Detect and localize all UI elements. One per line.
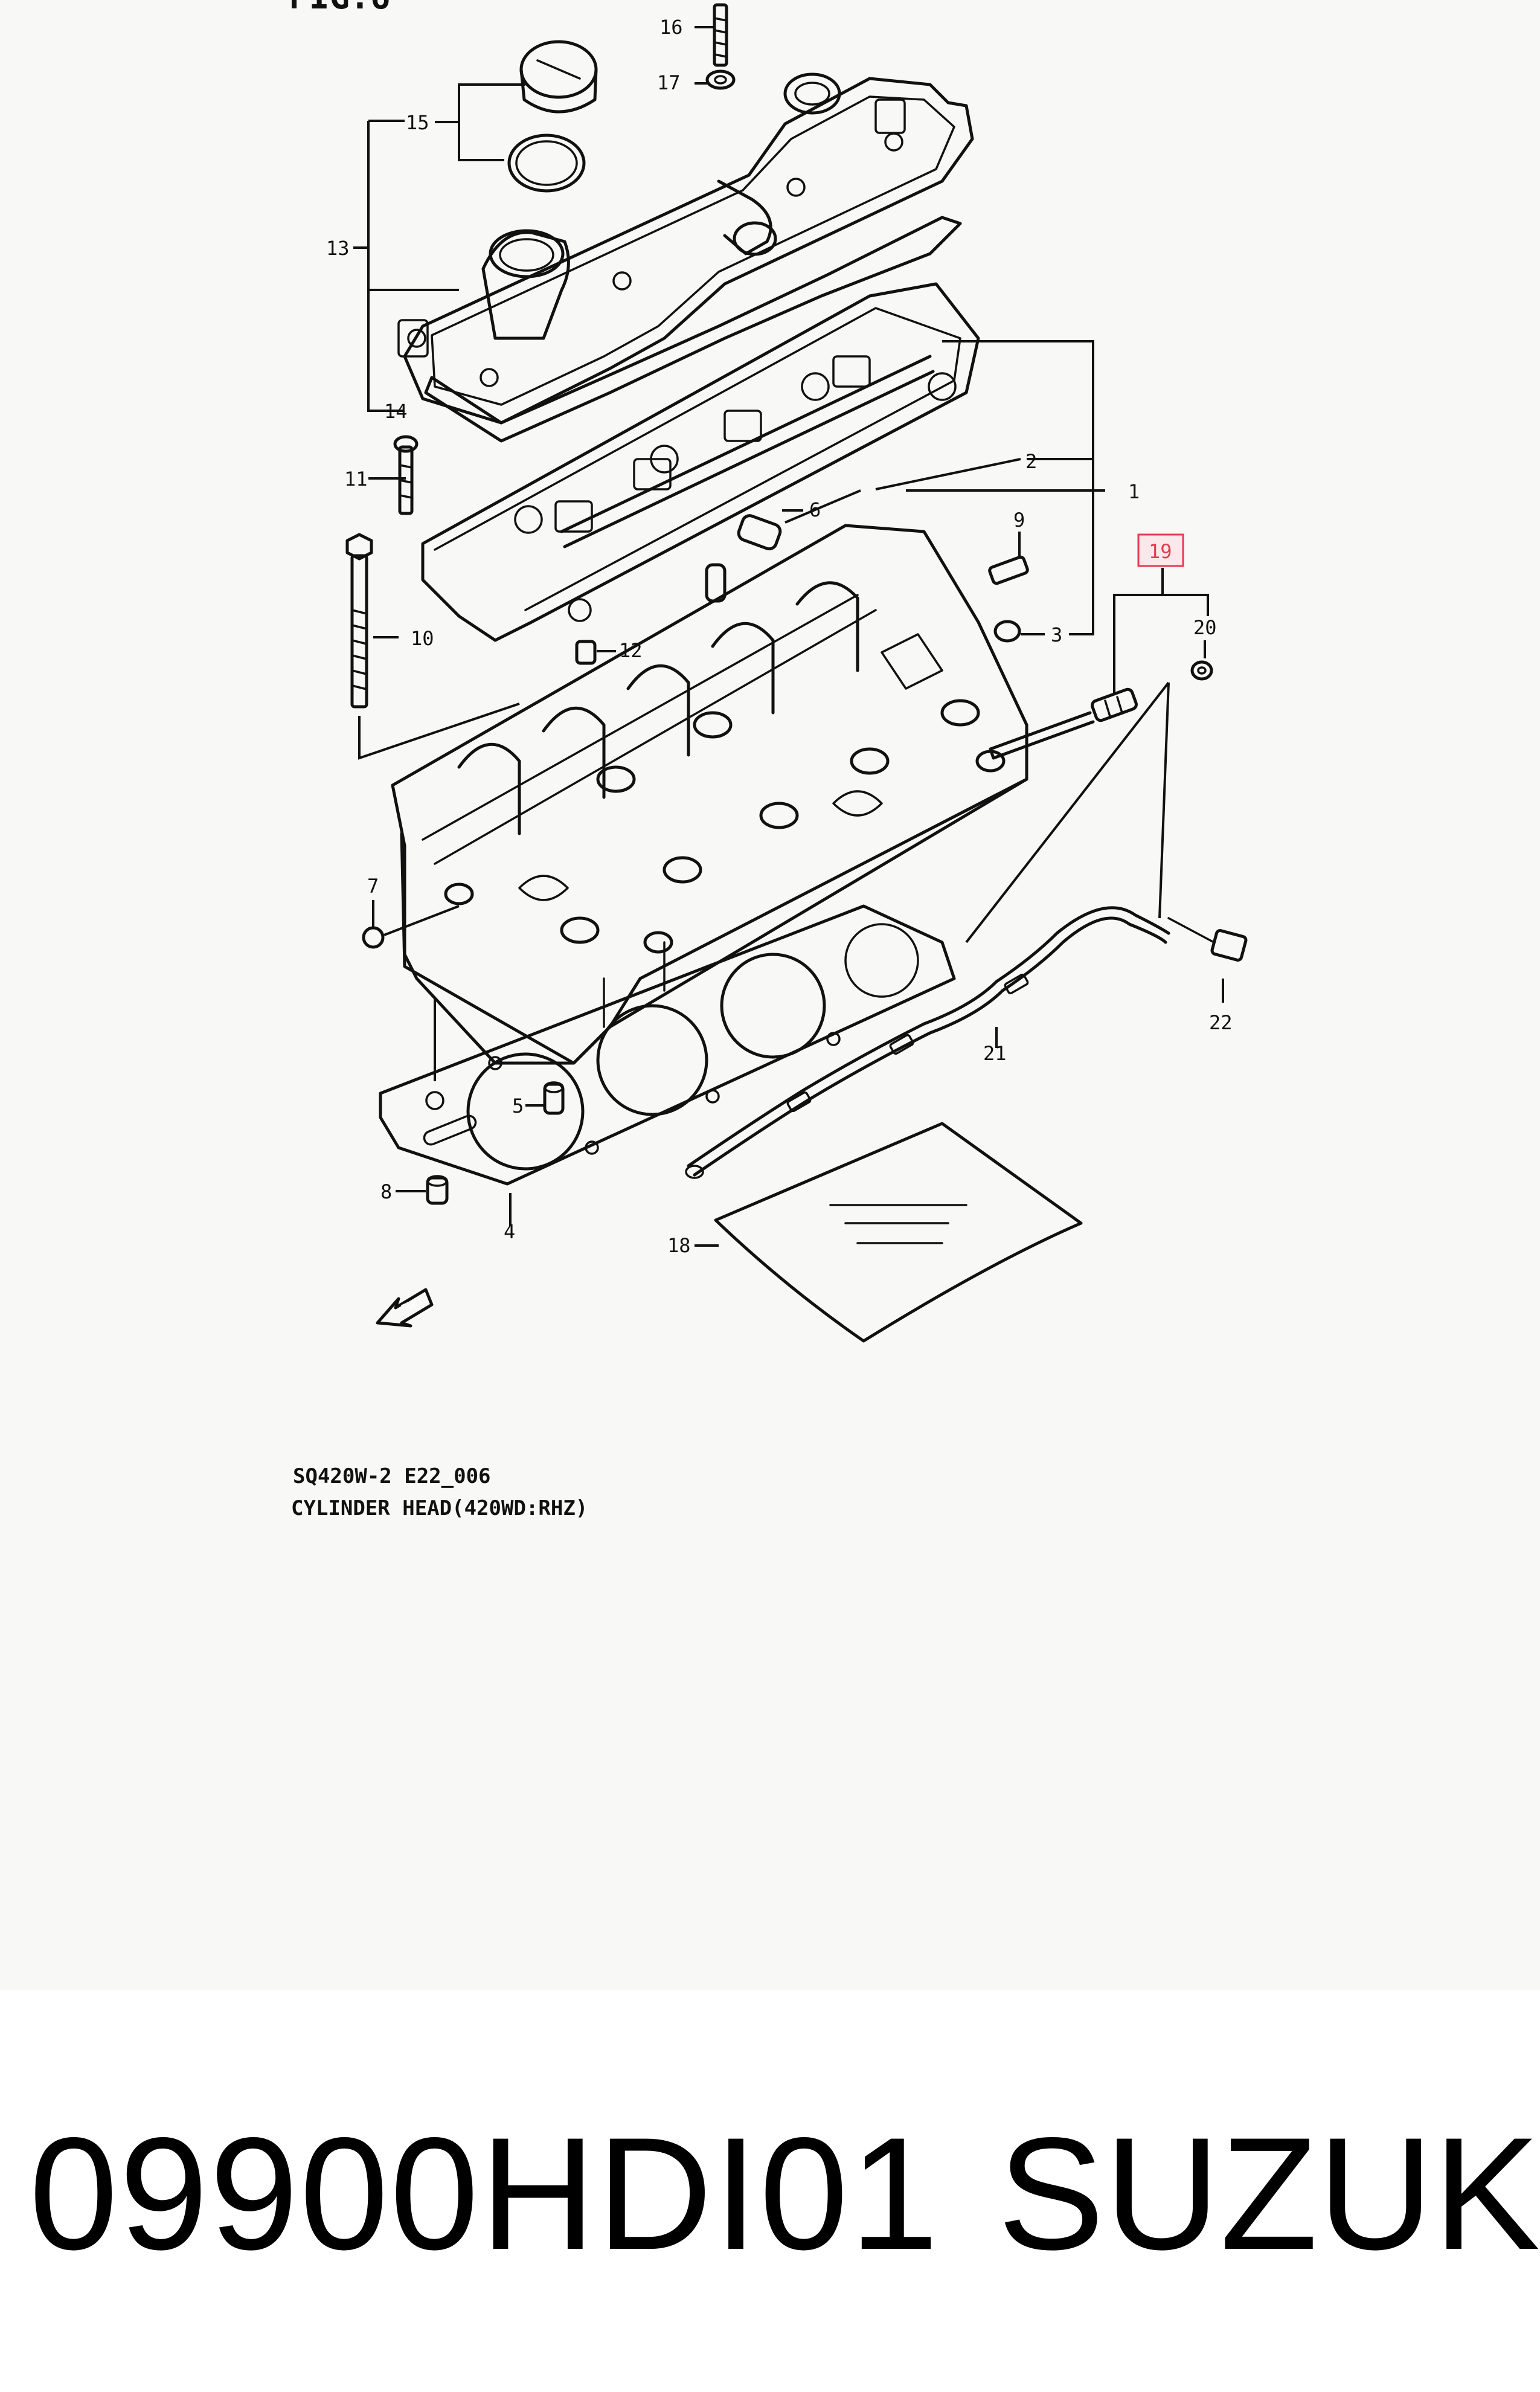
carrier-bolt — [393, 435, 419, 515]
camshaft-carrier — [421, 282, 980, 642]
front-direction-arrow: FWD — [376, 1288, 434, 1328]
callout-9: 9 — [1013, 509, 1025, 532]
callout-17: 17 — [657, 71, 681, 94]
callout-21: 21 — [983, 1042, 1007, 1065]
cylinder-head-cover — [397, 72, 974, 425]
callout-2: 2 — [1025, 450, 1037, 473]
callout-labels: 1 2 3 4 5 6 7 8 9 10 11 12 13 14 15 16 1… — [326, 16, 1233, 1257]
callout-1: 1 — [1128, 480, 1140, 503]
caption-title: CYLINDER HEAD(420WD:RHZ) — [291, 1496, 588, 1520]
callout-5: 5 — [512, 1095, 524, 1117]
head-gasket — [379, 904, 956, 1186]
diagram-area: FIG.6 — [289, 0, 1248, 1520]
part-number: 09900HDI01 — [29, 2104, 940, 2283]
callout-11: 11 — [344, 468, 368, 490]
callout-7: 7 — [367, 875, 379, 898]
highlight-box-19 — [1137, 533, 1184, 567]
exploded-parts-diagram: FIG.6 — [289, 0, 1248, 1520]
cover-bolt — [705, 3, 736, 90]
brand-name: SUZUKI — [998, 2104, 1540, 2283]
glow-plug-wiring — [685, 906, 1248, 1179]
gasket-set-sheet — [714, 1122, 1083, 1343]
cylinder-head-block — [391, 524, 1028, 1065]
callout-22: 22 — [1209, 1011, 1233, 1034]
callout-19: 19 — [1149, 540, 1172, 563]
figure-heading: FIG.6 — [289, 0, 391, 17]
plug — [362, 926, 385, 949]
callout-20: 20 — [1193, 616, 1217, 639]
callout-10: 10 — [411, 627, 434, 650]
cover-gasket — [424, 216, 962, 443]
callout-18: 18 — [667, 1234, 691, 1257]
footer — [0, 1990, 1540, 2392]
callout-14: 14 — [384, 400, 408, 423]
callout-16: 16 — [659, 16, 683, 39]
oil-filler-cap — [507, 40, 598, 193]
dowels — [426, 1081, 565, 1205]
leader-lines — [353, 26, 1224, 1247]
caption-code: SQ420W-2 E22_006 — [293, 1464, 491, 1488]
callout-12: 12 — [619, 639, 643, 662]
callout-13: 13 — [326, 237, 350, 260]
callout-3: 3 — [1051, 623, 1062, 646]
callout-6: 6 — [809, 498, 821, 521]
callout-4: 4 — [504, 1220, 515, 1243]
head-bolt — [345, 533, 373, 709]
glow-plug — [989, 660, 1213, 760]
callout-15: 15 — [406, 111, 429, 134]
callout-8: 8 — [380, 1180, 392, 1203]
